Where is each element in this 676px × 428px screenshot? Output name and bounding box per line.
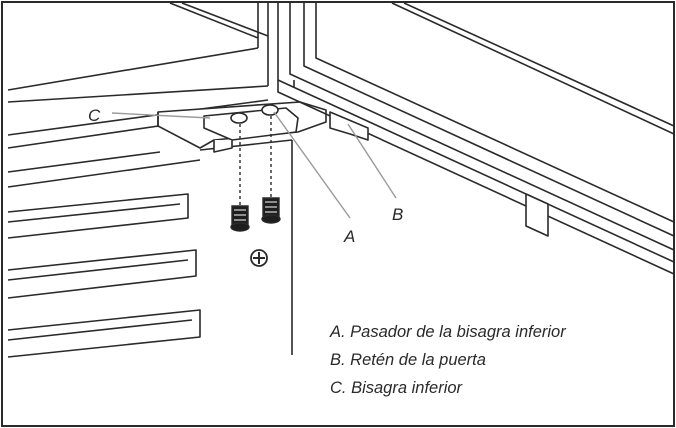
leader-c xyxy=(111,112,211,119)
callout-b: B xyxy=(392,205,403,224)
door-stop xyxy=(329,111,549,237)
door xyxy=(277,2,675,275)
leader-b xyxy=(347,123,397,199)
legend-item-b: B. Retén de la puerta xyxy=(330,351,486,369)
legend-item-a: A. Pasador de la bisagra inferior xyxy=(330,323,566,341)
cabinet-interior xyxy=(7,2,269,149)
callout-leaders xyxy=(111,111,397,219)
callout-c: C xyxy=(88,106,101,125)
leader-a xyxy=(273,111,351,219)
callout-a: A xyxy=(343,227,355,246)
screw-left xyxy=(230,124,250,232)
hinge-bracket xyxy=(157,101,327,153)
hinge-pin-hole xyxy=(230,112,248,124)
screw-right xyxy=(261,116,281,224)
screw-head-icon xyxy=(250,249,268,267)
legend-item-c: C. Bisagra inferior xyxy=(330,379,463,397)
cabinet-front xyxy=(7,139,293,358)
legend: A. Pasador de la bisagra inferior B. Ret… xyxy=(330,318,566,402)
